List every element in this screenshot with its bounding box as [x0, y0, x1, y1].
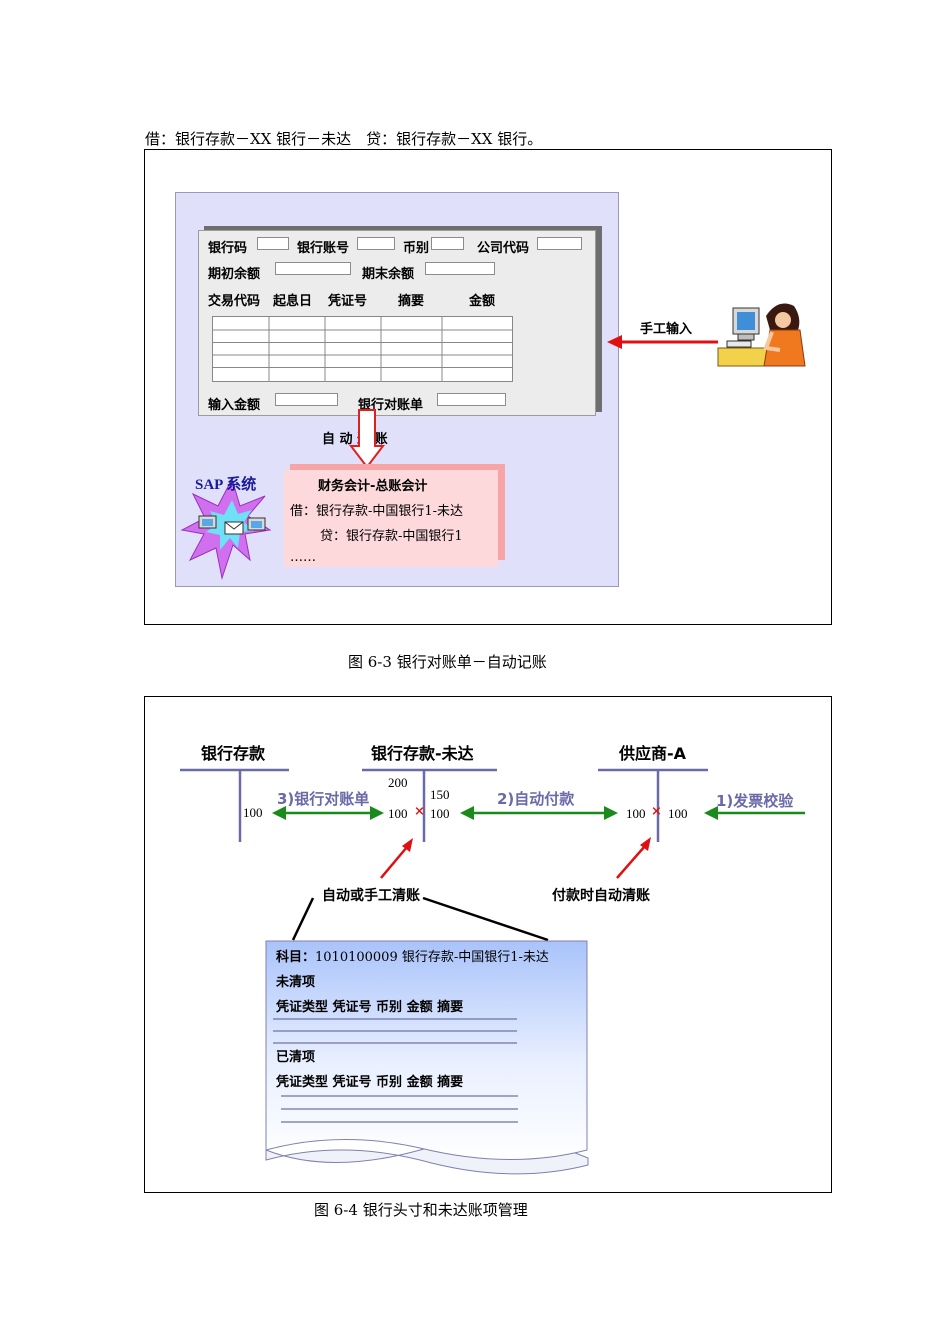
field-company-code	[537, 237, 582, 250]
figure1-caption: 图 6-3 银行对账单－自动记账	[348, 653, 547, 671]
auto-post-arrow	[348, 409, 386, 469]
col-summary: 摘要	[398, 294, 425, 309]
field-bank-code	[257, 237, 289, 250]
acct1-credit-100: 100	[243, 805, 263, 820]
acct2-credit-150: 150	[430, 787, 450, 802]
posting-title: 财务会计-总账会计	[318, 479, 428, 494]
acct2-debit-100: 100	[388, 806, 408, 821]
ledger-open-items: 未清项	[276, 975, 316, 990]
account-bank-unreconciled: 银行存款-未达	[371, 744, 474, 763]
figure2-caption: 图 6-4 银行头寸和未达账项管理	[314, 1201, 528, 1219]
col-amount: 金额	[469, 294, 496, 309]
label-bank-account: 银行账号	[297, 241, 350, 256]
acct3-cleared-cross: ×	[651, 804, 662, 819]
ledger-account-value: 1010100009 银行存款-中国银行1-未达	[315, 950, 549, 965]
ledger-open-columns: 凭证类型 凭证号 币别 金额 摘要	[276, 1000, 464, 1015]
posting-debit: 借：银行存款-中国银行1-未达	[290, 504, 464, 519]
green-arrows	[272, 806, 805, 820]
sap-star-icon	[180, 477, 272, 580]
acct2-cleared-cross: ×	[414, 804, 425, 819]
field-opening-balance	[275, 262, 351, 275]
acct3-debit-100: 100	[626, 806, 646, 821]
label-currency: 币别	[403, 241, 430, 256]
step-invoice-verification: 1)发票校验	[716, 792, 794, 810]
label-closing-balance: 期末余额	[362, 267, 415, 282]
step-auto-payment: 2)自动付款	[497, 790, 575, 808]
red-arrows	[380, 837, 651, 879]
account-bank-deposit: 银行存款	[201, 744, 266, 763]
label-company-code: 公司代码	[477, 241, 530, 256]
manual-input-label: 手工输入	[640, 322, 693, 337]
ledger-account-line: 科目：1010100009 银行存款-中国银行1-未达	[276, 946, 549, 965]
field-bank-account	[357, 237, 395, 250]
acct2-credit-100: 100	[430, 806, 450, 821]
field-currency	[431, 237, 464, 250]
person-computer-icon	[717, 303, 806, 367]
ledger-cleared-columns: 凭证类型 凭证号 币别 金额 摘要	[276, 1075, 464, 1090]
ledger-cleared-items: 已清项	[276, 1050, 316, 1065]
connector-lines	[291, 896, 549, 942]
label-auto-clear-on-payment: 付款时自动清账	[552, 888, 650, 904]
label-auto-or-manual-clear: 自动或手工清账	[322, 888, 420, 904]
account-vendor-a: 供应商-A	[619, 744, 687, 763]
step-bank-statement: 3)银行对账单	[277, 790, 370, 808]
col-transaction-code: 交易代码	[208, 294, 261, 309]
t-accounts	[180, 768, 708, 842]
manual-input-arrowhead	[607, 335, 622, 349]
label-opening-balance: 期初余额	[208, 267, 261, 282]
posting-credit: 贷：银行存款-中国银行1	[320, 529, 463, 544]
grid-lines	[213, 317, 512, 381]
gl-posting-box	[284, 470, 498, 567]
sap-system-label: SAP 系统	[195, 477, 257, 493]
acct2-debit-200: 200	[388, 775, 408, 790]
field-closing-balance	[425, 262, 495, 275]
figure1-arrows	[180, 303, 806, 580]
acct3-credit-100: 100	[668, 806, 688, 821]
label-bank-code: 银行码	[208, 241, 248, 256]
ledger-account-prefix: 科目：	[276, 950, 316, 965]
label-input-amount: 输入金额	[208, 398, 261, 413]
posting-ellipsis: ……	[290, 550, 316, 565]
transaction-grid	[212, 316, 513, 382]
col-voucher-no: 凭证号	[328, 294, 368, 309]
field-bank-statement	[437, 393, 506, 406]
field-input-amount	[275, 393, 338, 406]
col-value-date: 起息日	[273, 294, 313, 309]
intro-text: 借：银行存款－XX 银行－未达 贷：银行存款－XX 银行。	[145, 130, 543, 148]
ledger-document	[265, 940, 589, 1175]
